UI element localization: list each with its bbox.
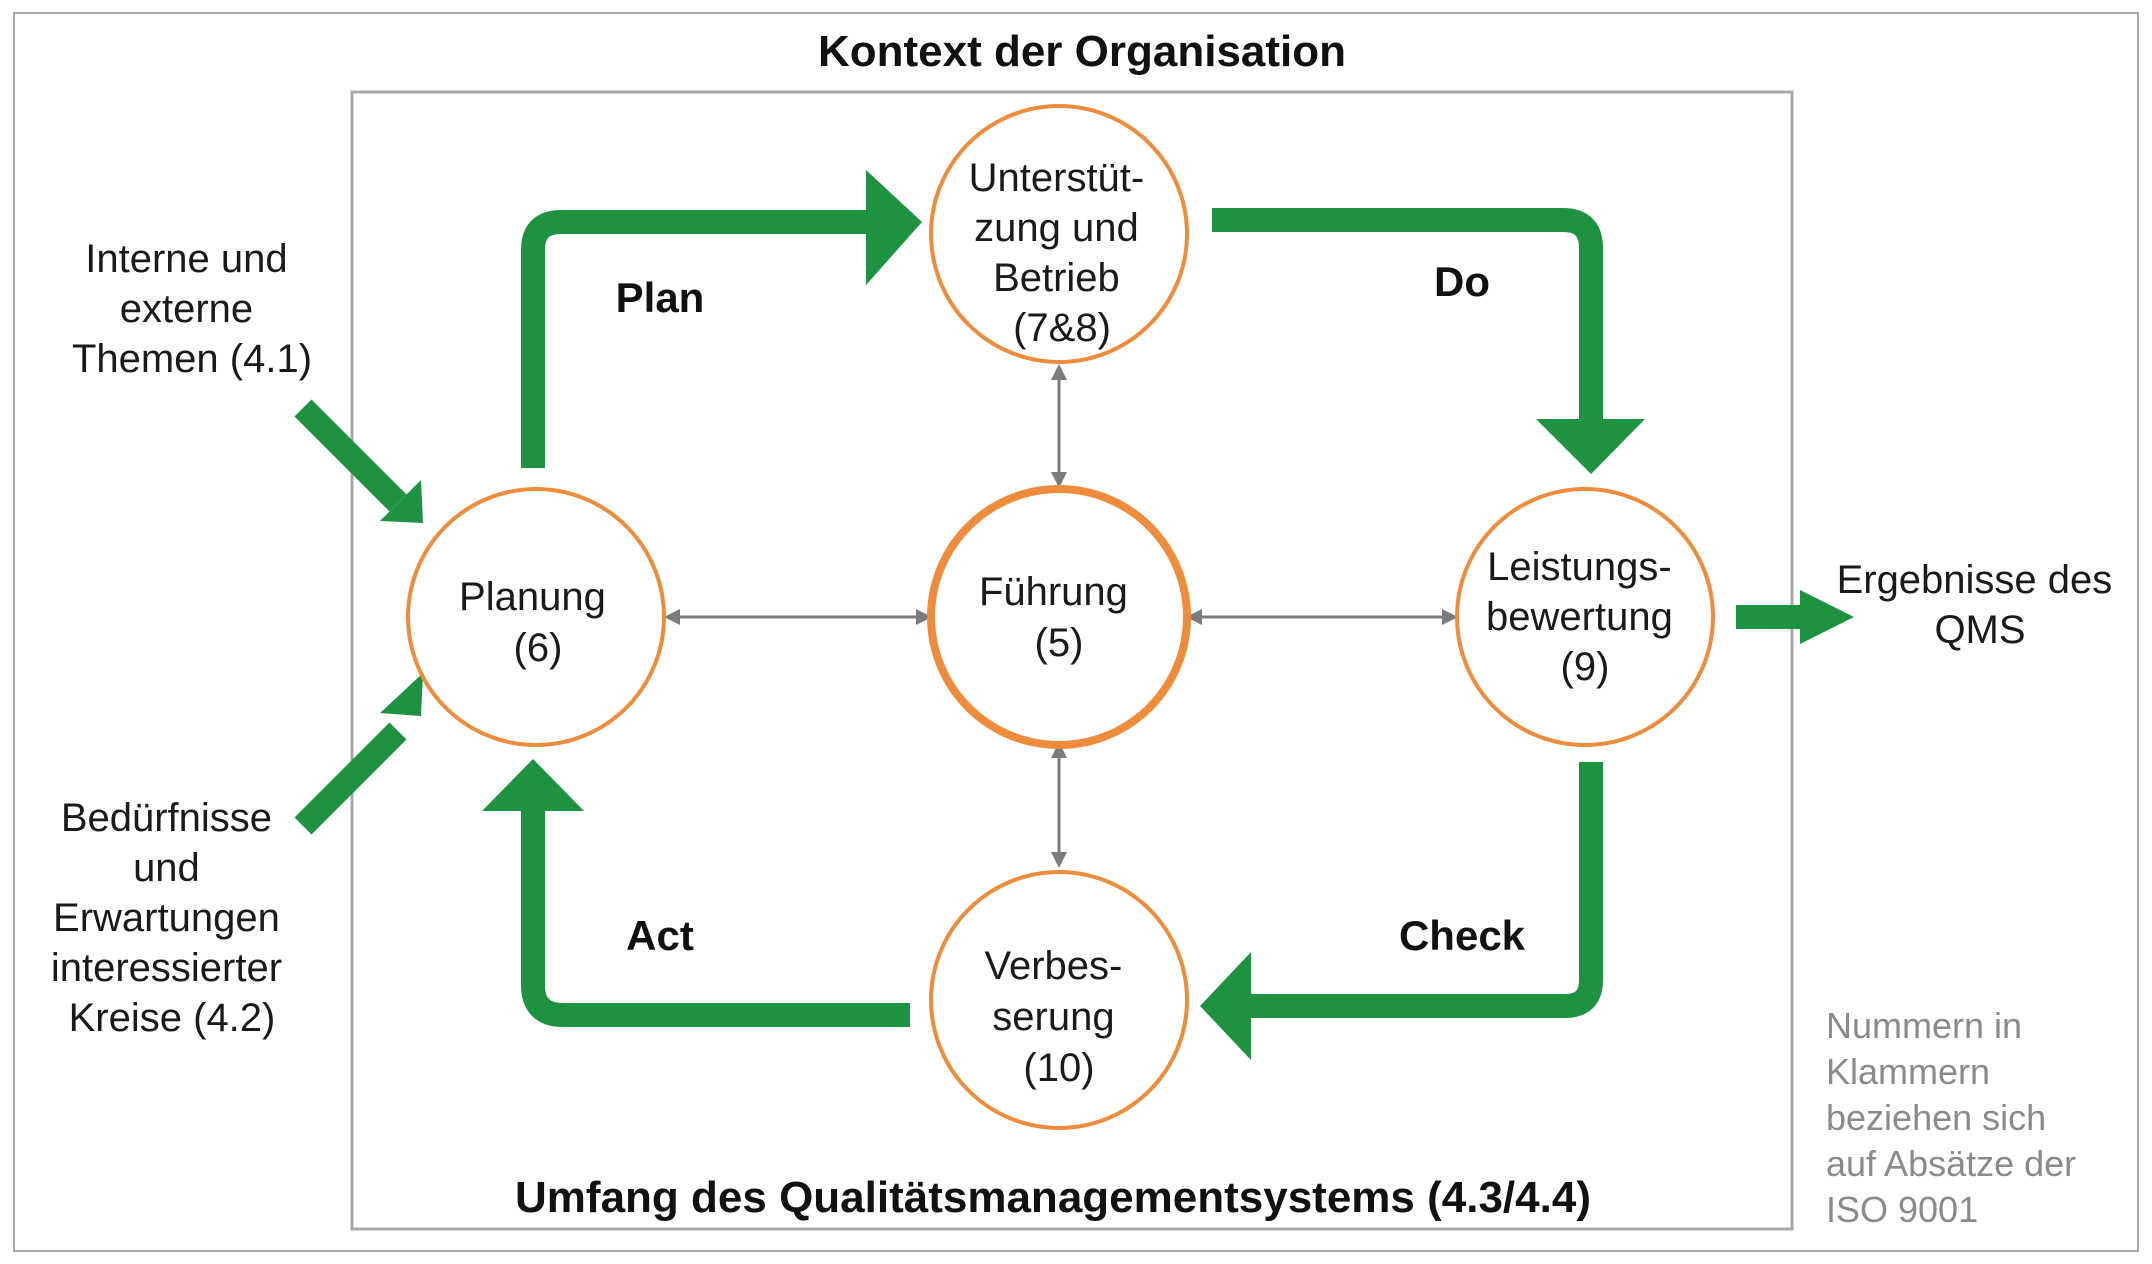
evaluation-circle: [1455, 487, 1715, 747]
plan-arrow: [521, 210, 868, 468]
connector-tip: [916, 609, 932, 625]
connector-tip: [1051, 852, 1067, 868]
phase-do-label: Do: [1434, 258, 1490, 305]
input-arrow-4-1: [294, 399, 407, 512]
phase-act-label: Act: [626, 912, 694, 959]
connector-tip: [1442, 609, 1458, 625]
output-qms-results: Ergebnisse des QMS: [1837, 558, 2124, 652]
output-arrowhead: [1800, 590, 1854, 644]
connector-tip: [664, 609, 680, 625]
input-arrow-4-2: [294, 722, 407, 835]
planning-label: Planung (6): [459, 575, 617, 670]
improvement-circle: [929, 870, 1189, 1130]
outer-context-frame: [13, 12, 2139, 1252]
connector-tip: [1051, 472, 1067, 488]
scope-frame: [350, 90, 1794, 1231]
check-arrowhead: [1200, 952, 1251, 1060]
improvement-label: Verbes- serung (10): [985, 944, 1134, 1090]
evaluation-label: Leistungs- bewertung (9): [1486, 545, 1684, 689]
planning-circle: [406, 487, 666, 747]
input-arrowhead-4-2: [380, 673, 423, 716]
phase-plan-label: Plan: [616, 274, 705, 321]
connector-tip: [1051, 364, 1067, 380]
input-arrowhead-4-1: [380, 480, 423, 523]
phase-check-label: Check: [1399, 912, 1526, 959]
support-operation-label: Unterstüt- zung und Betrieb (7&8): [969, 156, 1156, 350]
support-operation-circle: [929, 104, 1189, 364]
leadership-circle: [927, 485, 1191, 749]
act-arrow: [521, 810, 910, 1027]
check-arrow: [1250, 762, 1603, 1018]
plan-arrowhead: [866, 170, 922, 285]
act-arrowhead: [482, 759, 584, 811]
scope-title: Umfang des Qualitätsmanagementsystems (4…: [515, 1173, 1591, 1222]
do-arrow: [1212, 208, 1603, 420]
input-internal-external-issues: Interne und externe Themen (4.1): [72, 237, 312, 381]
outer-title: Kontext der Organisation: [818, 27, 1346, 76]
connector-tip: [1051, 742, 1067, 758]
footnote-clause-numbers: Nummern in Klammern beziehen sich auf Ab…: [1826, 1005, 2086, 1230]
do-arrowhead: [1536, 419, 1645, 474]
leadership-label: Führung (5): [979, 570, 1139, 665]
input-stakeholder-needs: Bedürfnisse und Erwartungen interessiert…: [51, 796, 293, 1040]
connector-tip: [1186, 609, 1202, 625]
